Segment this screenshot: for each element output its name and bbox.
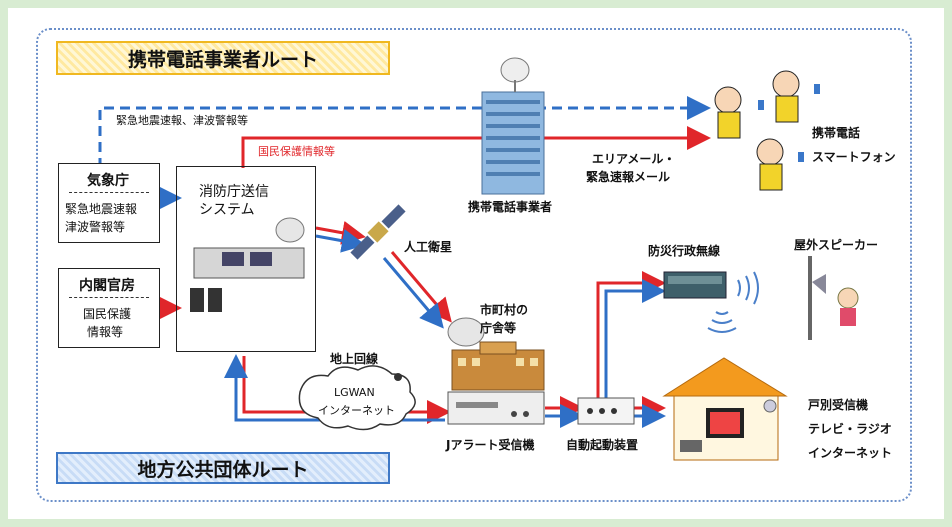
carrier-label: 携帯電話事業者: [468, 200, 553, 214]
carrier-building-icon: [481, 57, 545, 195]
fdma-satellite-red: [315, 220, 366, 245]
fdma-box: 消防庁送信 システム: [176, 166, 316, 352]
municipal-label-1: 市町村の: [480, 303, 529, 317]
quake-dashed-route: [98, 96, 711, 168]
jma-item-0: 緊急地震速報: [65, 202, 138, 216]
municipal-building-icon: [447, 317, 545, 391]
jalert-device-icon: [447, 391, 545, 425]
lgwan-cloud-icon: [298, 365, 416, 431]
civil-protection-route: [241, 126, 711, 168]
civil-protection-label: 国民保護情報等: [258, 145, 335, 158]
auto-start-label: 自動起動装置: [566, 438, 639, 452]
cabinet-title: 内閣官房: [79, 278, 135, 294]
jma-item-1: 津波警報等: [65, 220, 126, 234]
lgwan-label-2: インターネット: [318, 404, 395, 417]
quake-tsunami-label: 緊急地震速報、津波警報等: [116, 114, 248, 127]
outdoor-speaker-label: 屋外スピーカー: [794, 238, 879, 252]
jma-box: 気象庁 緊急地震速報 津波警報等: [58, 163, 160, 243]
mobile-phone-label: 携帯電話: [812, 126, 861, 140]
fdma-line2: システム: [199, 202, 255, 218]
jalert-label: Jアラート受信機: [446, 438, 535, 452]
satellite-municipal-red: [390, 251, 452, 323]
mobile-route-title: 携帯電話事業者ルート: [56, 41, 390, 75]
smartphone-label: スマートフォン: [812, 150, 896, 164]
outdoor-speaker-icon: [808, 256, 859, 340]
fdma-console-icon: [190, 217, 305, 312]
cabinet-item-1: 情報等: [87, 325, 124, 339]
radio-waves: [707, 271, 759, 333]
cabinet-box: 内閣官房 国民保護 情報等: [58, 268, 160, 348]
phone-users-icon: [714, 70, 820, 191]
satellite-municipal-blue: [382, 257, 444, 329]
jma-title: 気象庁: [87, 173, 129, 189]
internet-label: インターネット: [808, 446, 893, 460]
area-mail-label-1: エリアメール・: [592, 152, 676, 166]
satellite-icon: [350, 204, 406, 260]
area-mail-label-2: 緊急速報メール: [586, 170, 671, 184]
fdma-satellite-blue: [315, 228, 366, 253]
disaster-radio-console-icon: [663, 271, 727, 299]
fdma-line1: 消防庁送信: [199, 184, 269, 200]
diagram-frame: [36, 28, 912, 502]
cabinet-item-0: 国民保護: [83, 307, 132, 321]
municipal-label-2: 庁舎等: [480, 321, 517, 335]
ground-line-label: 地上回線: [330, 352, 379, 366]
tv-radio-label: テレビ・ラジオ: [808, 422, 892, 436]
auto-start-device-icon: [577, 397, 635, 425]
satellite-label: 人工衛星: [404, 240, 453, 254]
lgwan-label-1: LGWAN: [334, 386, 375, 399]
house-icon: [662, 357, 788, 461]
local-route-title: 地方公共団体ルート: [56, 452, 390, 484]
auto-radio-red: [596, 271, 666, 400]
home-receiver-label: 戸別受信機: [808, 398, 869, 412]
disaster-radio-label: 防災行政無線: [648, 244, 721, 258]
auto-radio-blue: [604, 279, 666, 400]
